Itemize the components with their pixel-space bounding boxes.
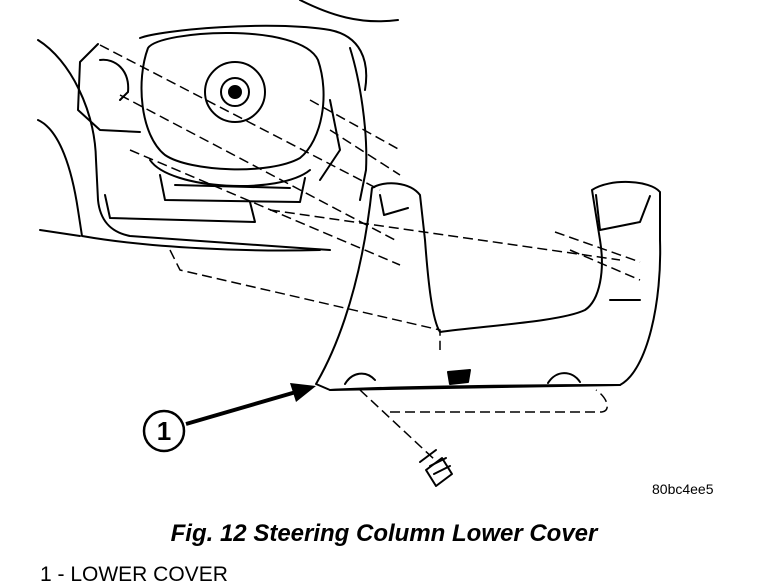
instrument-panel xyxy=(37,0,399,252)
legend-item: 1 - LOWER COVER xyxy=(40,563,228,586)
screw xyxy=(419,449,453,487)
steering-hub xyxy=(140,31,325,203)
image-reference-id: 80bc4ee5 xyxy=(652,481,714,497)
lower-cover xyxy=(315,180,662,391)
steering-column-diagram: 1 xyxy=(37,0,662,487)
alignment-lines xyxy=(99,44,641,461)
figure-caption: Fig. 12 Steering Column Lower Cover xyxy=(170,520,598,547)
callout-number: 1 xyxy=(157,416,171,446)
callout-1: 1 xyxy=(142,383,316,453)
